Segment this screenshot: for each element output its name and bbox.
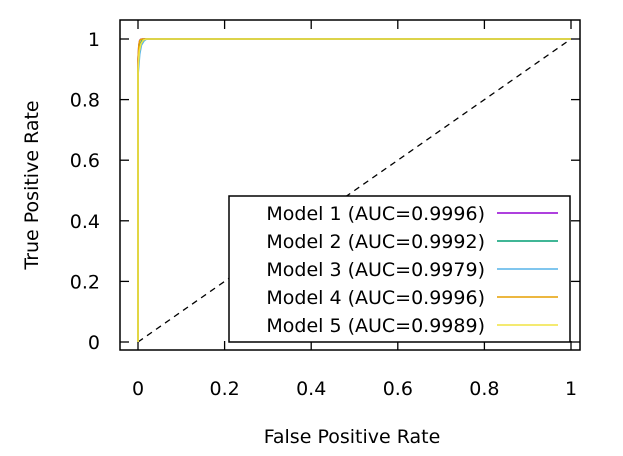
legend-label-model-3: Model 3 (AUC=0.9979) <box>266 259 485 281</box>
axis-tick-labels: 0 0.2 0.4 0.6 0.8 1 0 0.2 0.4 0.6 0.8 1 <box>70 29 577 400</box>
axis-ticks <box>120 20 580 350</box>
y-tick-label: 0.8 <box>70 90 100 112</box>
series-lines <box>137 38 571 342</box>
legend-label-model-4: Model 4 (AUC=0.9996) <box>266 287 485 309</box>
legend-label-model-5: Model 5 (AUC=0.9989) <box>266 315 485 337</box>
x-tick-label: 0 <box>132 378 144 400</box>
y-axis-title: True Positive Rate <box>21 100 43 270</box>
legend-entries: Model 1 (AUC=0.9996) Model 2 (AUC=0.9992)… <box>266 203 558 337</box>
x-tick-label: 1 <box>565 378 577 400</box>
x-tick-label: 0.8 <box>469 378 499 400</box>
y-tick-label: 1 <box>88 29 100 51</box>
x-tick-label: 0.4 <box>296 378 326 400</box>
y-tick-label: 0.4 <box>70 211 100 233</box>
x-tick-label: 0.6 <box>383 378 413 400</box>
legend-label-model-1: Model 1 (AUC=0.9996) <box>266 203 485 225</box>
legend-label-model-2: Model 2 (AUC=0.9992) <box>266 231 485 253</box>
plot-frame <box>119 19 581 351</box>
x-tick-label: 0.2 <box>209 378 239 400</box>
chance-diagonal-line <box>137 38 572 343</box>
y-tick-label: 0.6 <box>70 150 100 172</box>
series-line-model-5 <box>137 38 571 342</box>
y-tick-label: 0.2 <box>70 271 100 293</box>
y-tick-label: 0 <box>88 332 100 354</box>
legend: Model 1 (AUC=0.9996) Model 2 (AUC=0.9992)… <box>228 195 571 343</box>
x-axis-title: False Positive Rate <box>264 426 441 448</box>
